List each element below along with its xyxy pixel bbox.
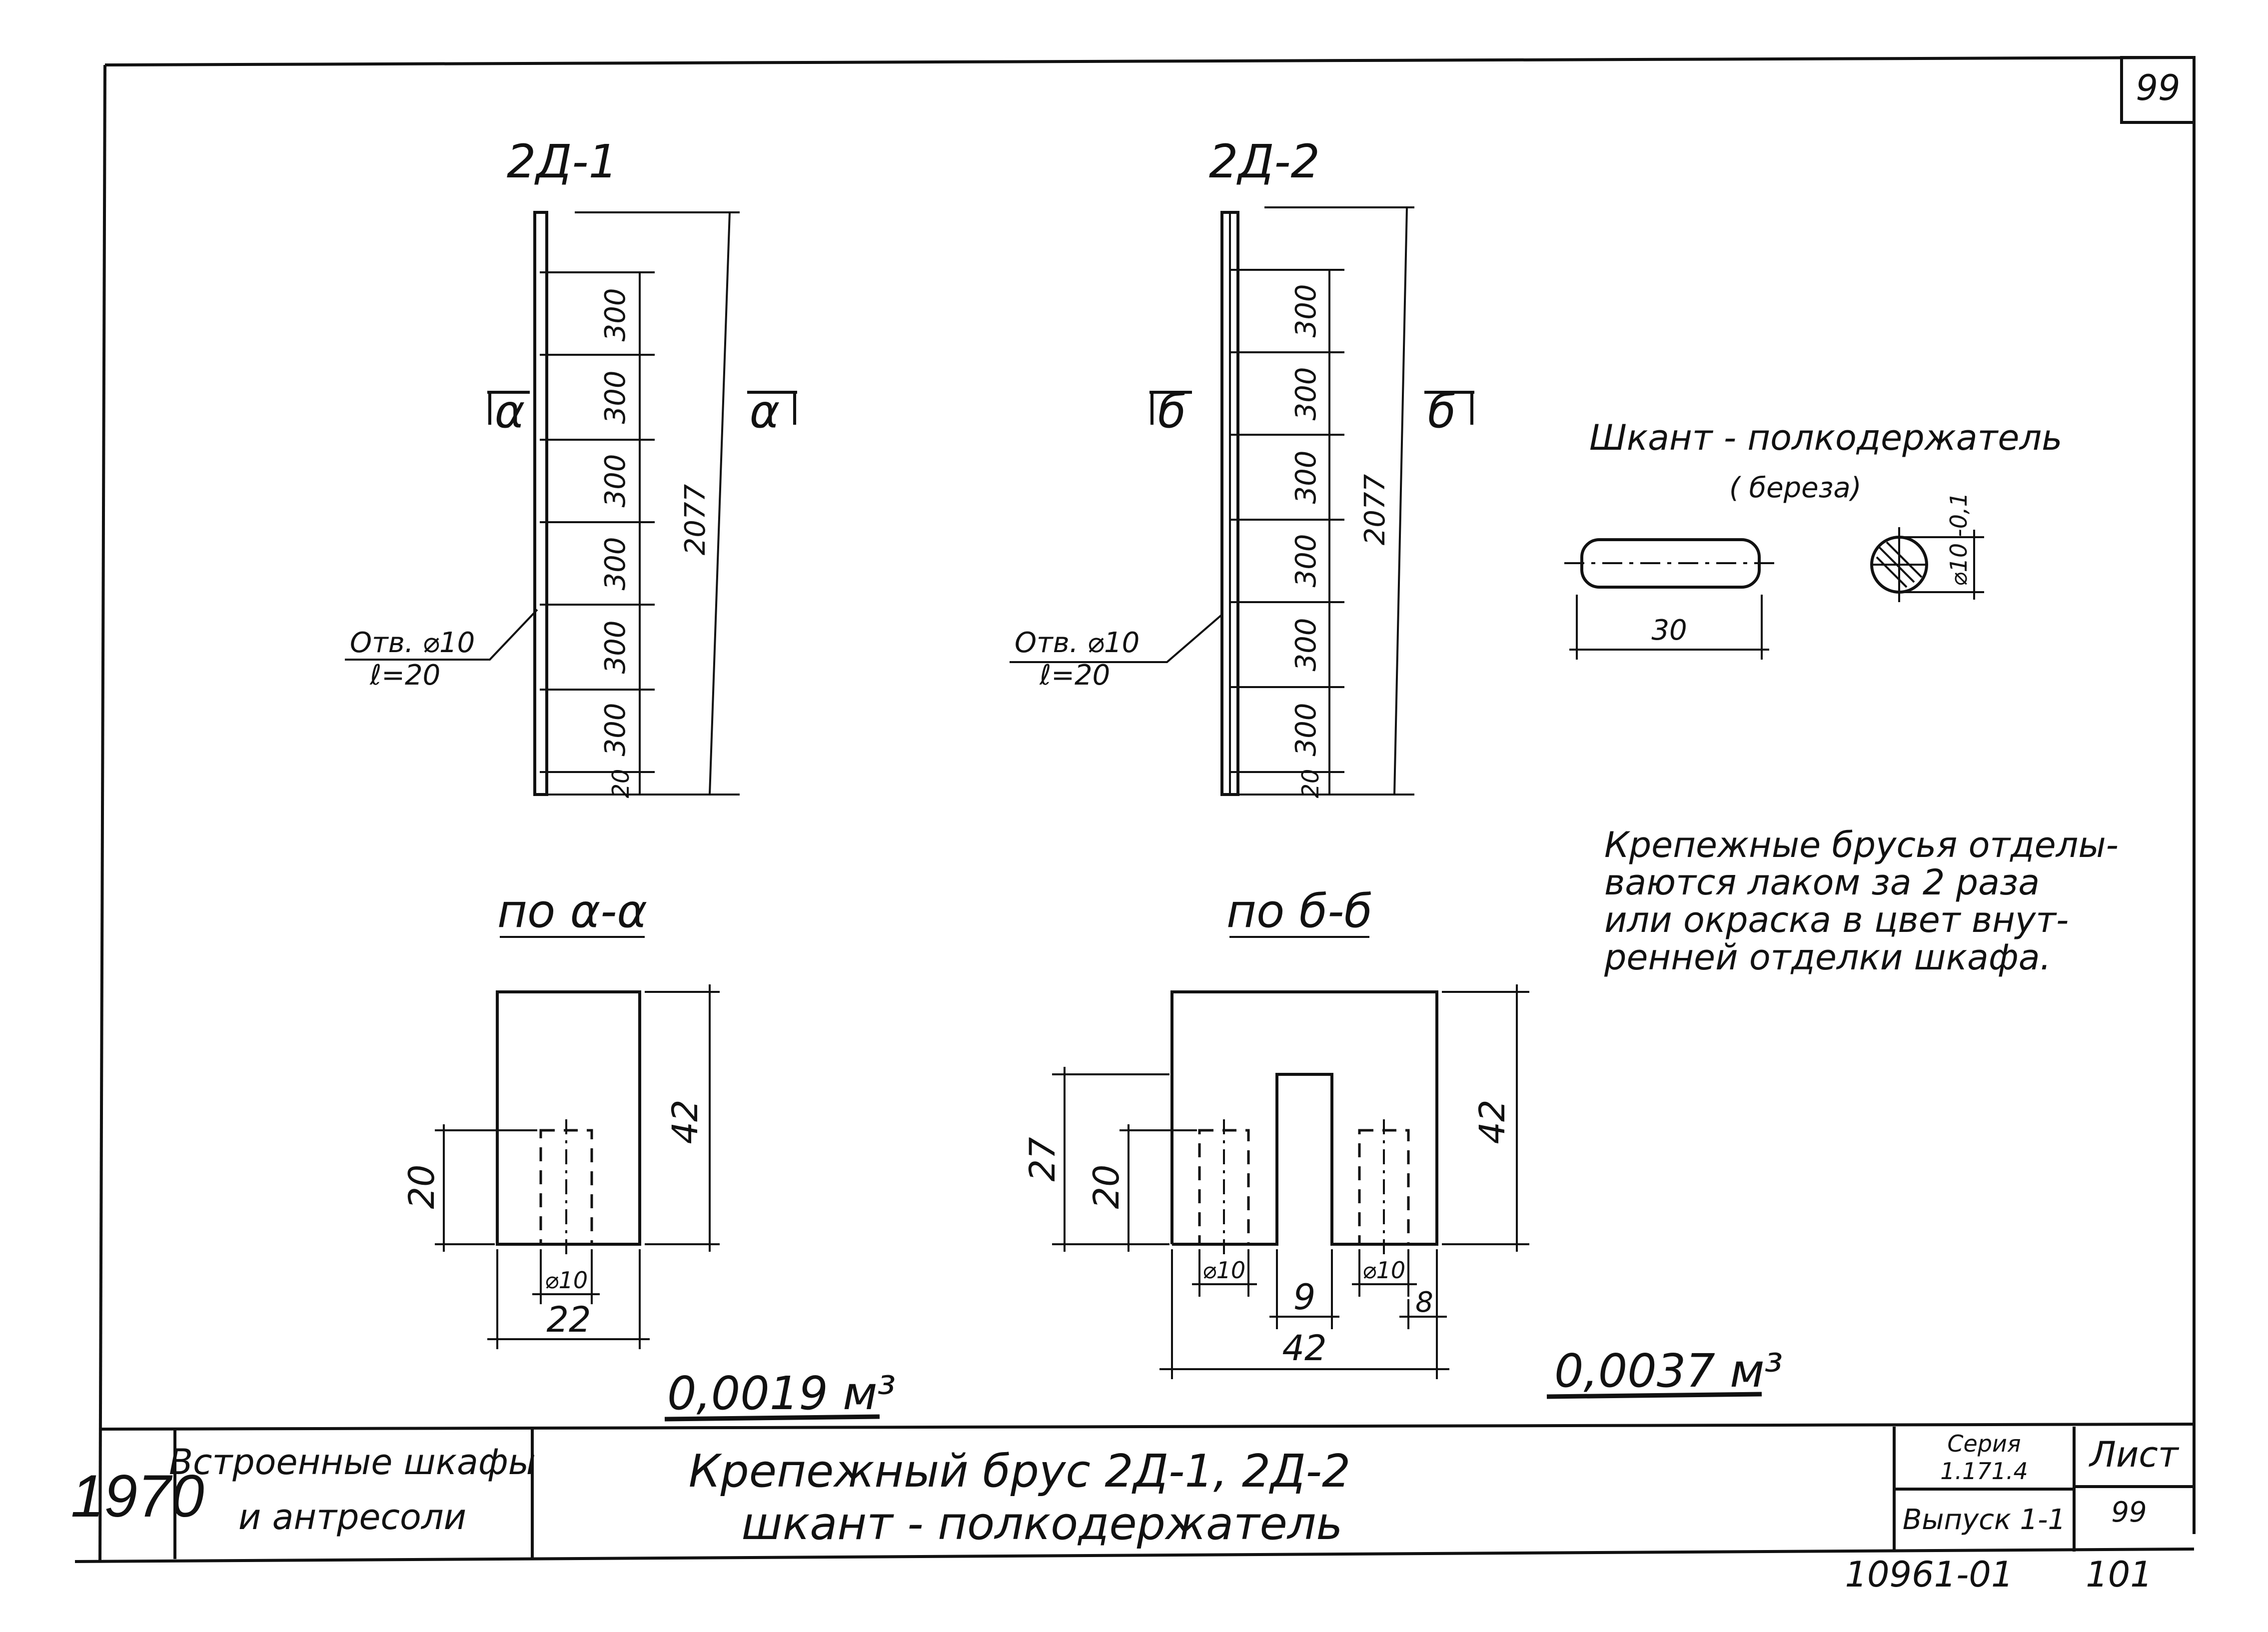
section-a-volume: 0,0019 м³ bbox=[667, 1367, 896, 1420]
page-number: 99 bbox=[2136, 67, 2180, 108]
title-subject-line1: Встроенные шкафы bbox=[169, 1442, 536, 1483]
series-label: Серия bbox=[1947, 1430, 2021, 1457]
section-a-profile bbox=[496, 990, 641, 1246]
pitch-dim: 300 bbox=[1290, 618, 1322, 672]
sheet-value: 99 bbox=[2111, 1496, 2147, 1529]
sheet-frame bbox=[74, 56, 2196, 1563]
part-2d1-label: 2Д-1 bbox=[507, 135, 618, 188]
total-length-2d2: 2077 bbox=[1359, 474, 1391, 545]
pitch-dim: 300 bbox=[599, 288, 632, 342]
part-2d2-label: 2Д-2 bbox=[1209, 135, 1320, 188]
section-b-width: 42 bbox=[1282, 1328, 1326, 1369]
pitch-dim: 300 bbox=[1290, 703, 1322, 757]
hole-note-2d2-line1: Отв. ⌀10 bbox=[1015, 627, 1139, 659]
doc-number: 10961-01 bbox=[1845, 1554, 2013, 1595]
pitch-dims-2d2: 300 300 300 300 300 300 20 bbox=[1290, 284, 1324, 799]
section-a-width: 22 bbox=[546, 1299, 591, 1340]
pitch-dim: 300 bbox=[1290, 284, 1322, 338]
title-subject-line2: и антресоли bbox=[238, 1497, 466, 1538]
hole-note-2d1-line1: Отв. ⌀10 bbox=[350, 627, 475, 659]
pitch-dim: 300 bbox=[1290, 534, 1322, 588]
dowel-material: ( береза) bbox=[1729, 472, 1862, 504]
note-line: ренней отделки шкафа. bbox=[1604, 937, 2051, 978]
issue-label: Выпуск 1-1 bbox=[1903, 1504, 2066, 1536]
section-b-slot-width: 9 bbox=[1293, 1277, 1316, 1318]
section-b-height: 42 bbox=[1472, 1099, 1513, 1144]
title-main-line2: шкант - полкодержатель bbox=[741, 1498, 1342, 1550]
pitch-lines-2d1 bbox=[540, 271, 655, 796]
dowel-title: Шкант - полкодержатель bbox=[1589, 417, 2062, 458]
section-b-edge-dim: 8 bbox=[1415, 1286, 1433, 1319]
pitch-dim: 300 bbox=[599, 537, 632, 591]
finishing-note: Крепежные брусья отделы- ваются лаком за… bbox=[1604, 824, 2119, 978]
dowel-cross-section bbox=[1870, 527, 1984, 602]
pitch-dim: 300 bbox=[1290, 367, 1322, 421]
sheet-label: Лист bbox=[2088, 1434, 2180, 1475]
section-b-hole-dia-right: ⌀10 bbox=[1362, 1257, 1405, 1284]
section-a-height: 42 bbox=[665, 1099, 706, 1144]
title-main-line1: Крепежный брус 2Д-1, 2Д-2 bbox=[689, 1445, 1351, 1498]
note-line: или окраска в цвет внут- bbox=[1604, 899, 2069, 940]
section-b-title: по б-б bbox=[1226, 884, 1372, 938]
pitch-dim: 300 bbox=[599, 371, 632, 424]
part-2d2: 2Д-2 б б 300 300 300 300 300 300 20 bbox=[1010, 135, 1474, 798]
pitch-dim: 300 bbox=[1290, 451, 1322, 504]
section-a-hole-depth: 20 bbox=[401, 1164, 442, 1209]
hole-note-2d2-line2: ℓ=20 bbox=[1039, 659, 1110, 692]
page-number-box: 99 bbox=[2120, 56, 2196, 124]
end-dim: 20 bbox=[1297, 769, 1324, 799]
section-b-profile bbox=[1170, 990, 1438, 1246]
dowel-tolerance: -0,1 bbox=[1945, 492, 1972, 537]
end-dim: 20 bbox=[607, 769, 634, 799]
pitch-dims-2d1: 300 300 300 300 300 300 20 bbox=[599, 288, 634, 799]
title-block: 1970 Встроенные шкафы и антресоли Крепеж… bbox=[71, 1427, 2194, 1595]
series-value: 1.171.4 bbox=[1940, 1458, 2028, 1485]
dowel-length: 30 bbox=[1651, 614, 1687, 647]
section-a-title: по α-α bbox=[497, 884, 647, 938]
section-b-hole-dia-left: ⌀10 bbox=[1202, 1257, 1245, 1284]
pitch-dim: 300 bbox=[599, 703, 632, 757]
section-b-b: по б-б 42 27 20 ⌀10 ⌀10 9 bbox=[1022, 884, 1783, 1399]
total-length-2d1: 2077 bbox=[679, 484, 712, 555]
dowel-diameter: ⌀10 bbox=[1945, 543, 1972, 586]
pitch-lines-2d2 bbox=[1230, 269, 1344, 796]
dowel-detail: Шкант - полкодержатель ( береза) 30 ⌀10 … bbox=[1564, 417, 2062, 660]
section-b-volume: 0,0037 м³ bbox=[1554, 1344, 1783, 1398]
section-a-hole-dia: ⌀10 bbox=[545, 1267, 588, 1294]
note-line: ваются лаком за 2 раза bbox=[1604, 862, 2040, 903]
section-b-hole-depth: 20 bbox=[1086, 1164, 1127, 1209]
title-year: 1970 bbox=[71, 1463, 204, 1530]
section-b-slot-depth: 27 bbox=[1022, 1137, 1063, 1181]
note-line: Крепежные брусья отделы- bbox=[1604, 824, 2119, 865]
part-2d1: 2Д-1 α α 300 300 300 300 300 300 bbox=[345, 135, 797, 798]
pitch-dim: 300 bbox=[599, 621, 632, 674]
hole-note-2d1-line2: ℓ=20 bbox=[369, 659, 440, 692]
doc-page: 101 bbox=[2086, 1554, 2153, 1595]
section-a-a: по α-α 42 20 ⌀10 22 0,0019 м³ bbox=[401, 884, 896, 1422]
pitch-dim: 300 bbox=[599, 454, 632, 508]
bar-2d1 bbox=[533, 211, 548, 796]
